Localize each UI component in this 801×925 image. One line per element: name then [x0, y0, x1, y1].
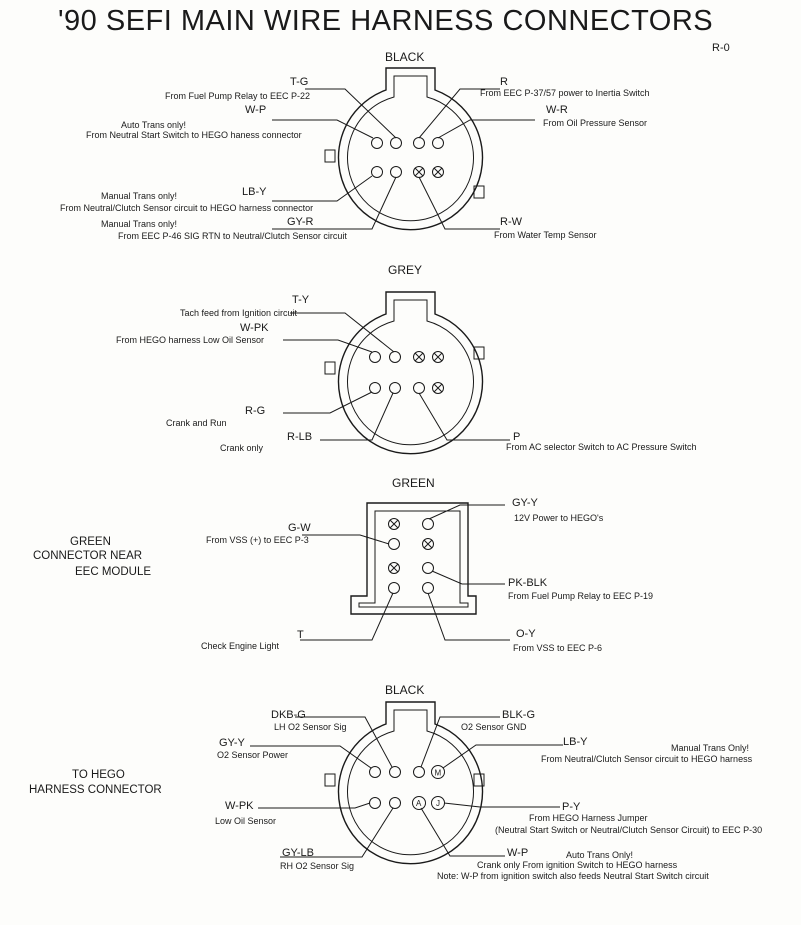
green-side-label-3: EEC MODULE: [75, 566, 151, 578]
hego-connector-header: BLACK: [385, 683, 424, 697]
page-title: '90 SEFI MAIN WIRE HARNESS CONNECTORS: [58, 5, 713, 37]
wire-g-w-code: G-W: [288, 522, 311, 534]
wire-pk-blk-desc: From Fuel Pump Relay to EEC P-19: [508, 591, 653, 601]
wire-lb-y-hego-desc: From Neutral/Clutch Sensor circuit to HE…: [541, 754, 753, 764]
wire-gy-y-hego-desc: O2 Sensor Power: [217, 750, 288, 760]
wire-gy-y-desc: 12V Power to HEGO's: [514, 513, 604, 523]
wire-p-code: P: [513, 431, 520, 443]
wire-t-code: T: [297, 629, 304, 641]
wire-gy-y-code: GY-Y: [512, 497, 539, 509]
wire-gy-r-code: GY-R: [287, 216, 314, 228]
wire-p-y-desc-2: (Neutral Start Switch or Neutral/Clutch …: [495, 825, 762, 835]
wire-o-y-desc: From VSS to EEC P-6: [513, 643, 602, 653]
revision-label: R-0: [712, 42, 730, 54]
green-side-label-2: CONNECTOR NEAR: [33, 550, 142, 562]
grey-connector: GREY T-Y Tach feed from Ignition circuit…: [116, 263, 697, 455]
wire-dkb-g-desc: LH O2 Sensor Sig: [274, 722, 347, 732]
wire-gy-r-note: Manual Trans only!: [101, 219, 177, 229]
pin-letter-m: M: [435, 769, 442, 778]
grey-connector-pins: [369, 351, 444, 394]
wire-w-p-code: W-P: [245, 104, 266, 116]
wire-o-y-code: O-Y: [516, 628, 536, 640]
wire-t-y-code: T-Y: [292, 294, 310, 306]
wire-blk-g-desc: O2 Sensor GND: [461, 722, 527, 732]
wire-w-r-desc: From Oil Pressure Sensor: [543, 118, 647, 128]
wire-w-r-code: W-R: [546, 104, 568, 116]
wire-lb-y-code: LB-Y: [242, 186, 267, 198]
wire-lb-y-hego-code: LB-Y: [563, 736, 588, 748]
wire-blk-g-code: BLK-G: [502, 709, 535, 721]
wire-p-y-desc: From HEGO Harness Jumper: [529, 813, 648, 823]
hego-connector-pins: M A J: [369, 765, 445, 810]
wire-dkb-g-code: DKB-G: [271, 709, 306, 721]
wire-g-w-desc: From VSS (+) to EEC P-3: [206, 535, 309, 545]
wire-w-p-desc: From Neutral Start Switch to HEGO haness…: [86, 130, 302, 140]
wire-w-p-note: Auto Trans only!: [121, 120, 186, 130]
black-connector-header: BLACK: [385, 50, 424, 64]
hego-side-label-2: HARNESS CONNECTOR: [29, 784, 162, 796]
wire-r-lb-desc: Crank only: [220, 443, 264, 453]
wire-gy-r-desc: From EEC P-46 SIG RTN to Neutral/Clutch …: [118, 231, 347, 241]
wire-w-pk-hego-desc: Low Oil Sensor: [215, 816, 276, 826]
wire-w-pk-desc: From HEGO harness Low Oil Sensor: [116, 335, 264, 345]
wire-t-g-code: T-G: [290, 76, 308, 88]
wire-gy-y-hego-code: GY-Y: [219, 737, 246, 749]
wire-p-y-code: P-Y: [562, 801, 581, 813]
wire-w-p-hego-code: W-P: [507, 847, 528, 859]
wire-r-desc: From EEC P-37/57 power to Inertia Switch: [480, 88, 650, 98]
green-connector-header: GREEN: [392, 476, 435, 490]
wire-lb-y-hego-note: Manual Trans Only!: [671, 743, 749, 753]
wire-w-pk-code: W-PK: [240, 322, 269, 334]
wire-lb-y-desc: From Neutral/Clutch Sensor circuit to HE…: [60, 203, 313, 213]
wire-r-lb-code: R-LB: [287, 431, 312, 443]
green-connector-pins: [388, 518, 434, 594]
wire-w-p-hego-desc: Crank only From ignition Switch to HEGO …: [477, 860, 678, 870]
wire-gy-lb-code: GY-LB: [282, 847, 314, 859]
green-connector: GREEN GREEN CONNECTOR NEAR EEC MODULE G-…: [33, 476, 653, 653]
pin-letter-j: J: [436, 799, 440, 808]
wire-r-w-code: R-W: [500, 216, 523, 228]
wire-r-code: R: [500, 76, 508, 88]
wire-t-y-desc: Tach feed from Ignition circuit: [180, 308, 298, 318]
wire-w-pk-hego-code: W-PK: [225, 800, 254, 812]
wire-gy-lb-desc: RH O2 Sensor Sig: [280, 861, 354, 871]
wire-t-desc: Check Engine Light: [201, 641, 280, 651]
wire-r-g-desc: Crank and Run: [166, 418, 227, 428]
black-connector: BLACK T-G From Fuel Pump Relay to EEC P-…: [60, 50, 650, 241]
wire-r-w-desc: From Water Temp Sensor: [494, 230, 597, 240]
green-side-label-1: GREEN: [70, 536, 111, 548]
wire-lb-y-note: Manual Trans only!: [101, 191, 177, 201]
wire-t-g-desc: From Fuel Pump Relay to EEC P-22: [165, 91, 310, 101]
wire-w-p-hego-note: Auto Trans Only!: [566, 850, 633, 860]
wire-p-desc: From AC selector Switch to AC Pressure S…: [506, 442, 697, 452]
wire-r-g-code: R-G: [245, 405, 265, 417]
wire-pk-blk-code: PK-BLK: [508, 577, 548, 589]
grey-connector-header: GREY: [388, 263, 422, 277]
pin-letter-a: A: [416, 799, 422, 808]
wire-w-p-hego-note-2: Note: W-P from ignition switch also feed…: [437, 871, 709, 881]
hego-side-label-1: TO HEGO: [72, 769, 125, 781]
hego-connector: BLACK TO HEGO HARNESS CONNECTOR M A J DK…: [29, 683, 762, 881]
black-connector-pins: [371, 137, 444, 178]
